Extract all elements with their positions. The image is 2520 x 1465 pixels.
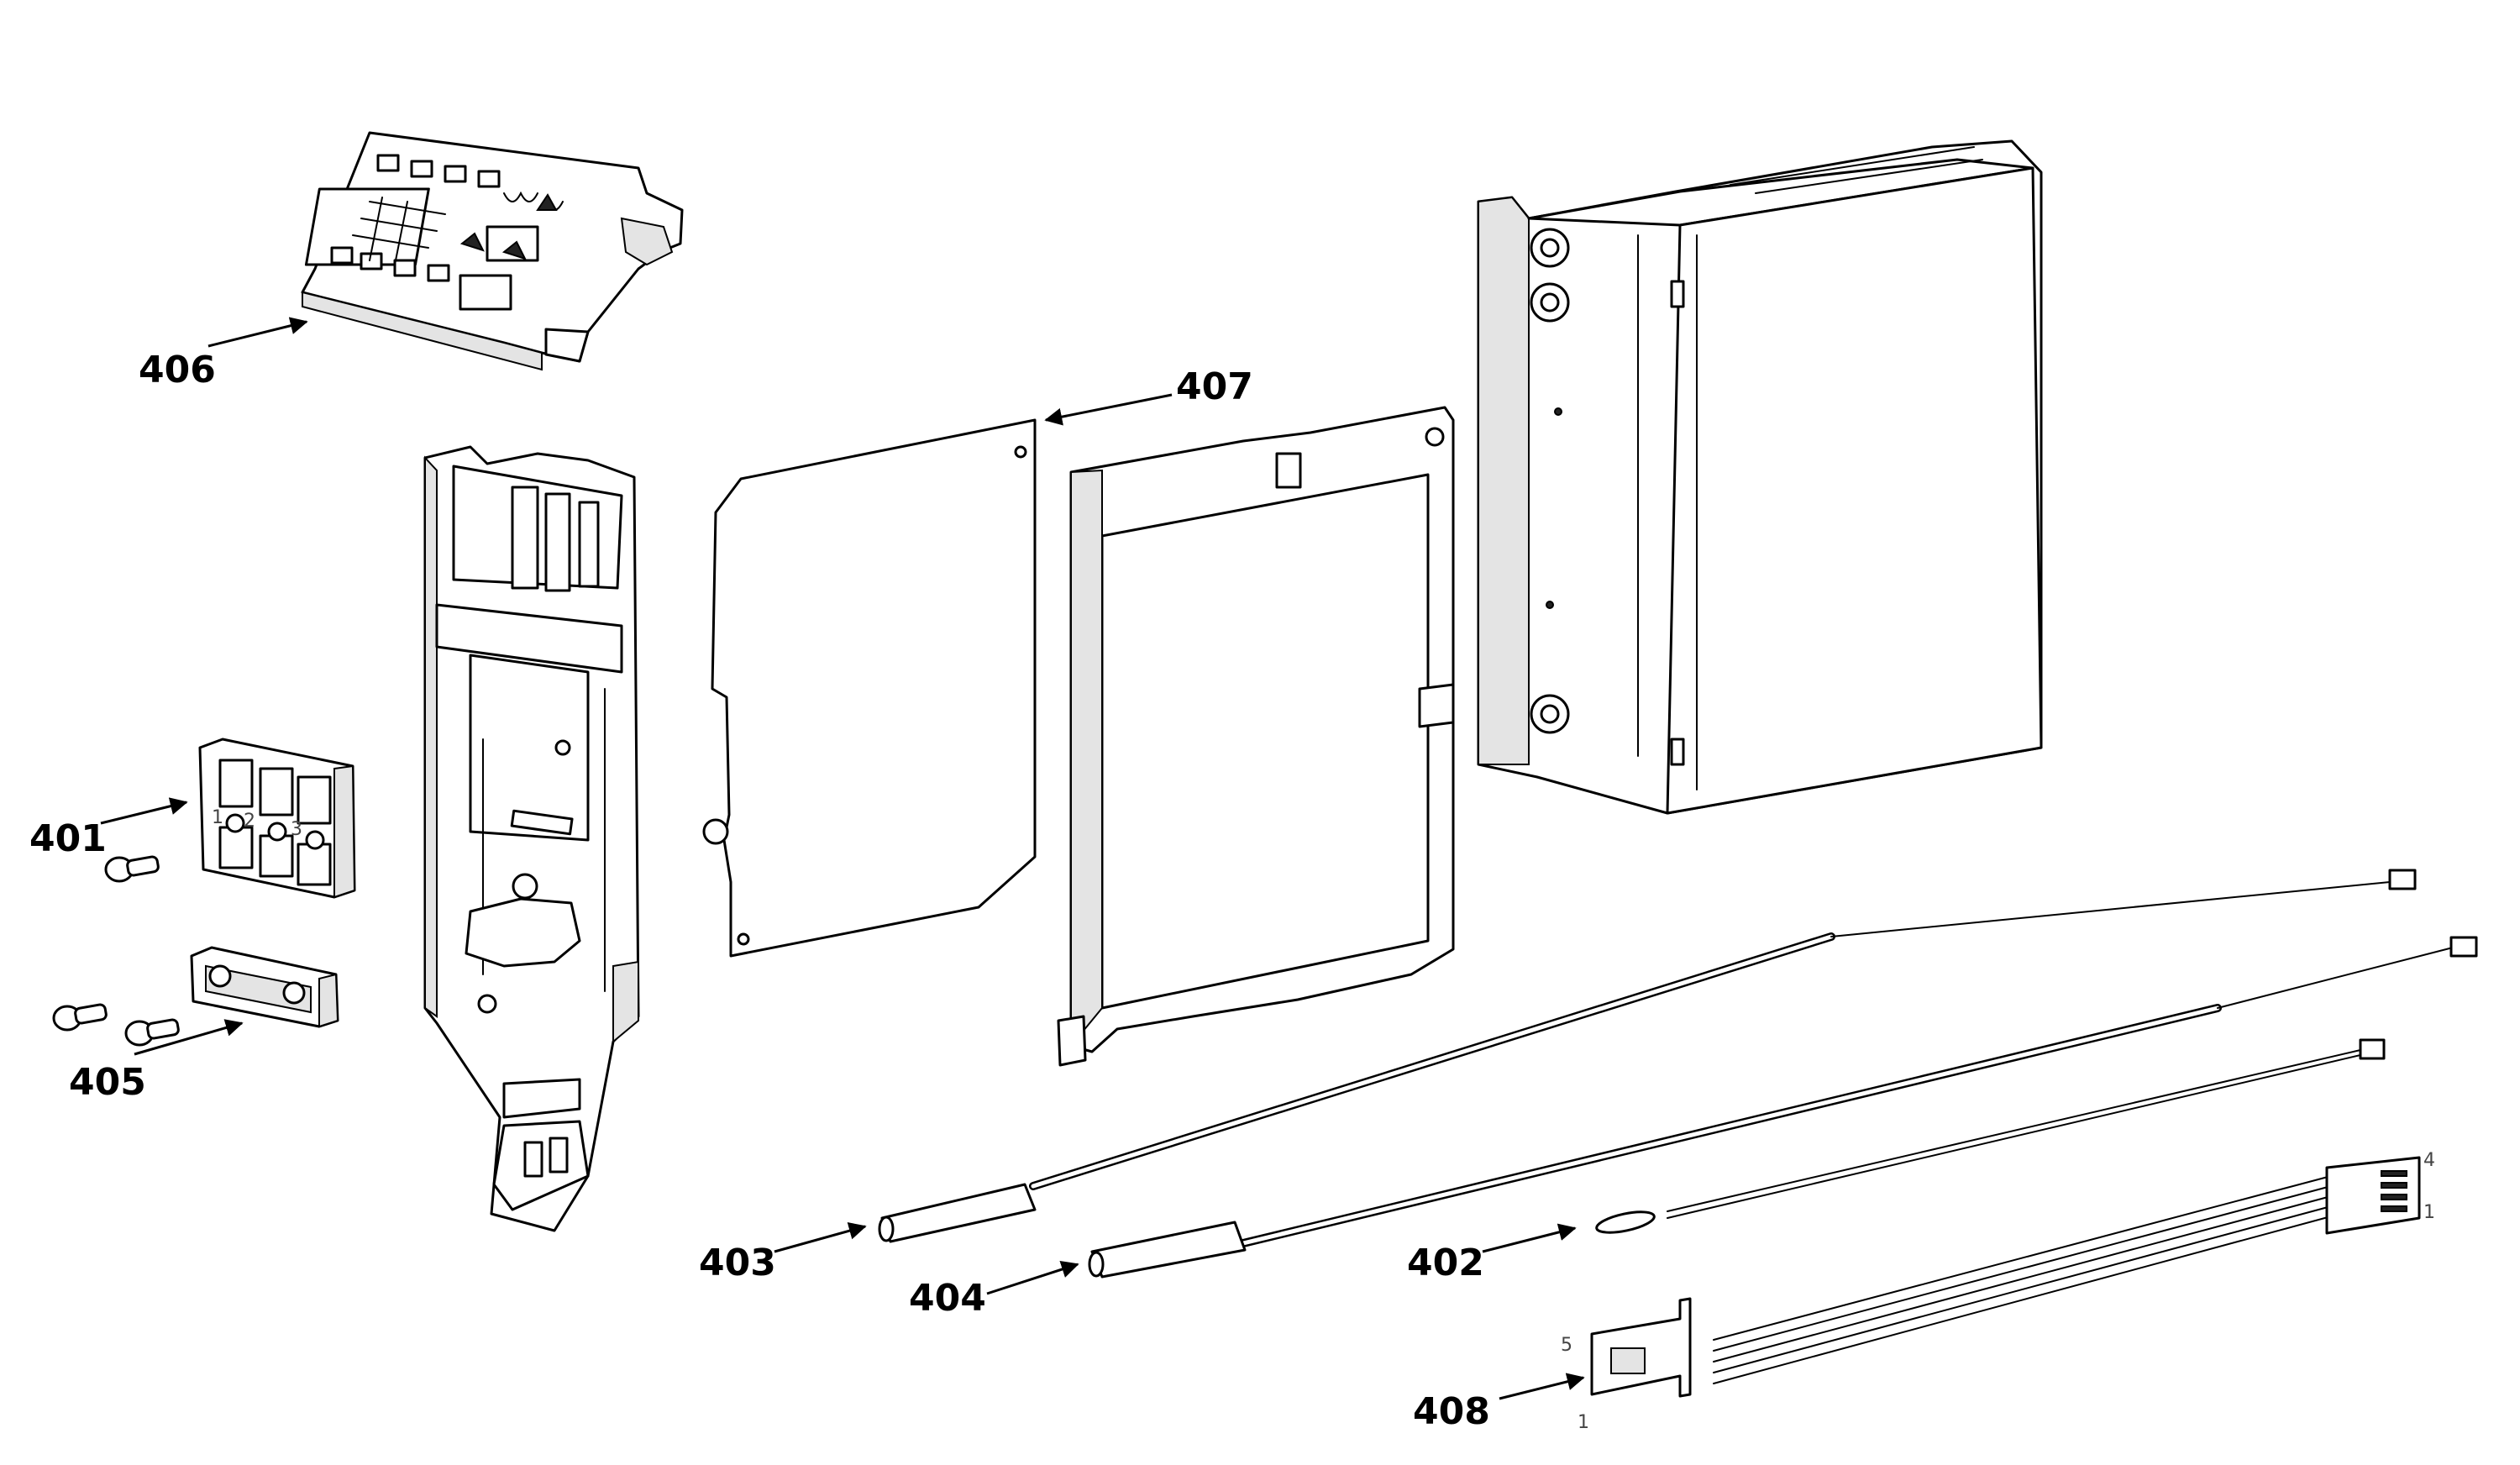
callout-404: 404 — [909, 1277, 986, 1320]
arrow-407 — [1044, 393, 1173, 426]
callout-403: 403 — [699, 1242, 776, 1284]
terminal-number-3: 3 — [291, 819, 302, 840]
leader-arrows — [100, 317, 1585, 1400]
part-401-terminal-strip: 1 2 3 — [198, 738, 356, 899]
sensor-cable-403 — [878, 869, 2417, 1243]
part-406-terminal-block — [301, 131, 684, 371]
pin-label-408-right-top: 4 — [2423, 1150, 2435, 1171]
arrow-406 — [207, 317, 308, 348]
callout-402: 402 — [1407, 1242, 1484, 1284]
enclosure-housing — [1477, 139, 2043, 815]
sensor-cable-404 — [1088, 936, 2478, 1279]
arrow-408 — [1499, 1373, 1585, 1400]
pin-label-408-left-top: 5 — [1561, 1335, 1572, 1356]
screw-401 — [104, 855, 160, 883]
callout-408: 408 — [1413, 1390, 1490, 1433]
callout-405: 405 — [69, 1061, 146, 1104]
arrow-401 — [100, 797, 188, 825]
terminal-number-2: 2 — [244, 811, 255, 832]
mounting-frame — [423, 445, 640, 1232]
pin-label-408-left-bottom: 1 — [1578, 1412, 1589, 1433]
board-carrier-frame — [1057, 406, 1455, 1067]
sensor-cable-402 — [1595, 1038, 2386, 1234]
callout-labels: 406 407 401 405 403 404 402 408 — [29, 349, 1490, 1433]
pin-label-408-right-bottom: 1 — [2423, 1202, 2435, 1223]
arrow-404 — [986, 1260, 1079, 1295]
part-407-circuit-board — [702, 418, 1037, 958]
part-405-cover-plate — [190, 946, 339, 1028]
callout-407: 407 — [1176, 365, 1253, 408]
callout-406: 406 — [139, 349, 216, 391]
part-408-wire-harness: 5 1 4 1 — [1561, 1150, 2435, 1433]
screw-405-b — [124, 1018, 180, 1047]
terminal-number-1: 1 — [212, 807, 223, 828]
screw-405-a — [52, 1003, 108, 1032]
arrow-402 — [1482, 1223, 1577, 1253]
callout-401: 401 — [29, 817, 107, 860]
arrow-403 — [774, 1222, 867, 1253]
arrow-405 — [134, 1019, 244, 1056]
